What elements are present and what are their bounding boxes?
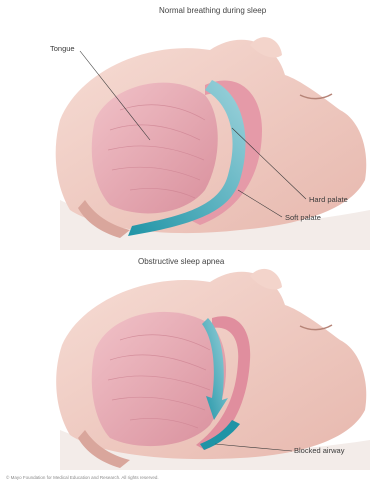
top-tongue-shape (92, 83, 218, 214)
bottom-head (56, 269, 370, 470)
label-blocked-airway: Blocked airway (294, 447, 344, 455)
copyright-footer: © Mayo Foundation for Medical Education … (6, 476, 159, 481)
top-head (56, 37, 370, 250)
bottom-panel-title: Obstructive sleep apnea (138, 258, 224, 266)
top-panel-title: Normal breathing during sleep (159, 7, 266, 15)
label-soft-palate: Soft palate (285, 214, 321, 222)
label-tongue: Tongue (50, 45, 75, 53)
label-hard-palate: Hard palate (309, 196, 348, 204)
